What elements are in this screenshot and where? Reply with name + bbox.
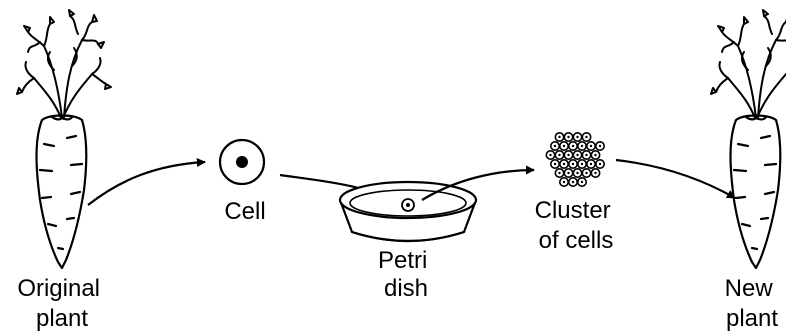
cluster-cell-nucleus	[590, 145, 592, 147]
cluster-cell-nucleus	[554, 163, 556, 165]
original-plant-label: Original plant	[17, 275, 106, 332]
cell-label: Cell	[224, 198, 265, 225]
cluster-cell-nucleus	[549, 154, 551, 156]
cluster-cell-nucleus	[594, 154, 596, 156]
cluster-cell-nucleus	[576, 154, 578, 156]
cluster-cell-nucleus	[572, 181, 574, 183]
petri-dish-label-line1: Petri	[378, 247, 427, 274]
cluster-label-line2: of cells	[539, 227, 614, 254]
cluster-cell-nucleus	[567, 136, 569, 138]
cluster-cell-nucleus	[563, 163, 565, 165]
cluster-cell-nucleus	[563, 181, 565, 183]
cluster-cell-nucleus	[558, 154, 560, 156]
cluster-cell-nucleus	[558, 172, 560, 174]
cluster-cell-nucleus	[594, 172, 596, 174]
cluster-of-cells-label: Cluster of cells	[535, 197, 618, 254]
petri-dish-label-line2: dish	[384, 275, 428, 302]
single-cell-illustration	[220, 140, 264, 184]
cluster-cell-nucleus	[581, 181, 583, 183]
cluster-cell-nucleus	[585, 154, 587, 156]
cluster-cell-nucleus	[581, 163, 583, 165]
petri-dish-label: Petri dish	[378, 247, 434, 302]
cluster-cell-nucleus	[576, 172, 578, 174]
cluster-cell-nucleus	[599, 145, 601, 147]
arrow-cluster-to-new-plant	[616, 160, 735, 198]
cluster-cell-nucleus	[590, 163, 592, 165]
cluster-cell-nucleus	[558, 136, 560, 138]
cluster-label-line1: Cluster	[535, 197, 611, 224]
new-plant-label-line1: New	[725, 275, 774, 302]
cluster-cell-nucleus	[576, 136, 578, 138]
new-plant-illustration	[711, 10, 786, 268]
arrow-plant-to-cell	[88, 162, 205, 205]
petri-dish-illustration	[340, 182, 476, 241]
original-plant-label-line1: Original	[17, 275, 100, 302]
cluster-cell-nucleus	[581, 145, 583, 147]
original-plant-label-line2: plant	[36, 305, 88, 332]
cluster-cell-nucleus	[572, 145, 574, 147]
cluster-cell-nucleus	[567, 154, 569, 156]
new-plant-label: New plant	[725, 275, 780, 332]
cluster-cell-nucleus	[563, 145, 565, 147]
cluster-cell-nucleus	[585, 136, 587, 138]
cluster-cell-nucleus	[599, 163, 601, 165]
cluster-cell-nucleus	[554, 145, 556, 147]
cell-cluster-illustration	[546, 133, 604, 186]
cluster-cell-nucleus	[585, 172, 587, 174]
original-plant-illustration	[17, 10, 111, 268]
cluster-cell-nucleus	[572, 163, 574, 165]
cluster-cell-nucleus	[567, 172, 569, 174]
new-plant-label-line2: plant	[726, 305, 778, 332]
